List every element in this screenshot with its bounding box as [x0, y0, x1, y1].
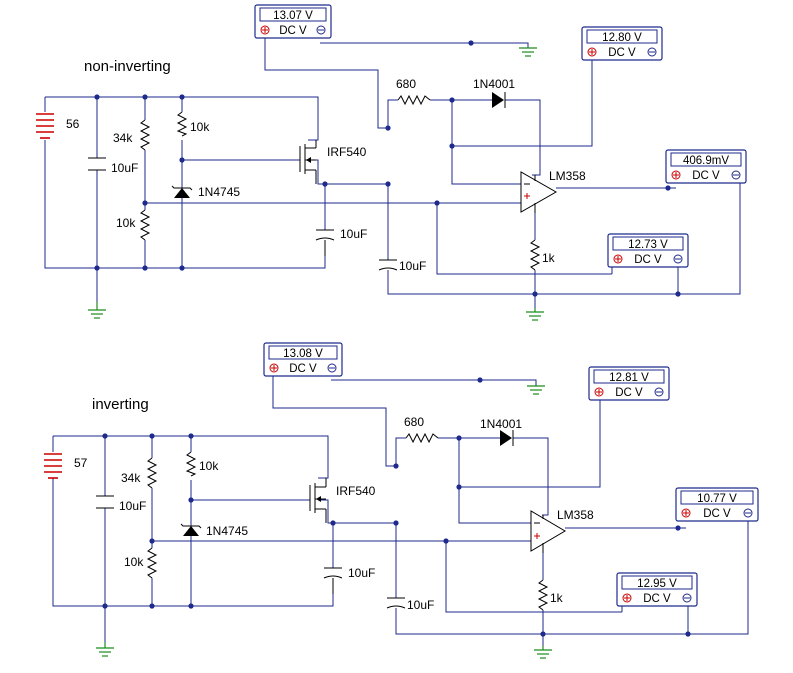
cap-left-label: 10uF	[119, 499, 146, 513]
battery	[36, 113, 54, 139]
mosfet-label: IRF540	[327, 145, 367, 159]
voltmeter: 13.08 V DC V	[263, 342, 343, 377]
meter-value: 10.77 V	[697, 493, 737, 505]
circuit-non-inverting: non-inverting	[36, 4, 747, 321]
meter-value: 12.73 V	[628, 239, 668, 251]
cap-mid-label: 10uF	[407, 598, 434, 612]
junctions	[94, 40, 681, 297]
circuit-title: inverting	[92, 396, 149, 413]
resistor-34k	[139, 119, 151, 151]
opamp	[530, 510, 566, 553]
capacitor-source	[315, 229, 335, 256]
meter-mode: DC V	[634, 254, 662, 266]
meter-mode: DC V	[279, 25, 307, 37]
opamp-label: LM358	[557, 508, 594, 522]
resistor-10k-lower	[146, 547, 158, 579]
meter-mode: DC V	[608, 47, 636, 59]
zener-diode	[180, 523, 202, 536]
zener-label: 1N4745	[206, 524, 248, 538]
voltmeter: 12.81 V DC V	[588, 366, 670, 401]
voltmeter: 13.07 V DC V	[254, 4, 332, 39]
ground-symbol	[527, 385, 545, 395]
capacitor-left	[88, 157, 106, 171]
cap-source-label: 10uF	[348, 566, 375, 580]
resistor-10k-lower	[139, 209, 151, 241]
ground-symbol	[519, 47, 537, 57]
voltmeter: 406.9mV DC V	[665, 149, 747, 184]
capacitor-mid	[386, 597, 406, 609]
mosfet	[299, 140, 317, 184]
zener-diode	[171, 185, 193, 198]
meter-value: 12.80 V	[602, 32, 642, 44]
capacitor-left	[96, 495, 114, 509]
meter-mode: DC V	[703, 508, 731, 520]
r-feedback-label: 1k	[542, 251, 556, 265]
resistor-10k-zener	[185, 451, 197, 477]
resistor-34k	[146, 457, 158, 489]
r-bottom-left-label: 10k	[116, 216, 136, 230]
zener-label: 1N4745	[198, 185, 240, 199]
resistor-1k	[529, 239, 541, 271]
voltmeter: 12.80 V DC V	[581, 26, 663, 61]
meter-mode: DC V	[643, 593, 671, 605]
r-bottom-left-label: 10k	[124, 555, 144, 569]
circuit-title: non-inverting	[84, 58, 171, 75]
opamp-label: LM358	[549, 169, 586, 183]
mosfet	[309, 478, 327, 523]
opamp	[520, 171, 558, 213]
cap-source-label: 10uF	[340, 227, 367, 241]
r-series-label: 680	[396, 77, 416, 91]
meter-mode: DC V	[692, 170, 720, 182]
meter-mode: DC V	[615, 387, 643, 399]
ground-symbol	[96, 642, 114, 657]
r-top-left-label: 34k	[113, 131, 133, 145]
resistor-680	[397, 94, 431, 106]
resistor-1k	[537, 579, 549, 611]
meter-mode: DC V	[289, 363, 317, 375]
r-top-zener-label: 10k	[199, 459, 219, 473]
mosfet-label: IRF540	[336, 484, 376, 498]
cap-mid-label: 10uF	[399, 259, 426, 273]
voltmeter: 10.77 V DC V	[675, 487, 759, 522]
battery-label: 57	[74, 456, 88, 470]
ground-symbol	[88, 302, 106, 319]
meter-value: 13.07 V	[273, 10, 313, 22]
r-top-left-label: 34k	[121, 471, 141, 485]
ground-symbol	[526, 308, 544, 321]
diode	[492, 92, 506, 108]
resistor-10k-zener	[176, 111, 188, 137]
cap-left-label: 10uF	[111, 161, 138, 175]
voltmeter: 12.73 V DC V	[607, 233, 689, 268]
meter-value: 12.95 V	[637, 578, 677, 590]
r-top-zener-label: 10k	[190, 120, 210, 134]
diode	[500, 430, 514, 446]
meter-value: 12.81 V	[609, 372, 649, 384]
capacitor-mid	[378, 259, 398, 271]
meter-value: 406.9mV	[683, 155, 729, 167]
ground-symbol	[534, 646, 552, 659]
resistor-680	[405, 432, 439, 444]
battery-label: 56	[66, 117, 80, 131]
voltmeter: 12.95 V DC V	[616, 572, 698, 607]
wires	[52, 376, 749, 646]
diode-label: 1N4001	[480, 417, 522, 431]
junctions	[102, 377, 691, 637]
meter-value: 13.08 V	[283, 348, 323, 360]
circuit-inverting: inverting	[44, 342, 759, 659]
diode-label: 1N4001	[473, 77, 515, 91]
r-feedback-label: 1k	[550, 591, 564, 605]
battery	[44, 453, 62, 479]
capacitor-source	[323, 567, 343, 594]
r-series-label: 680	[404, 415, 424, 429]
wires	[44, 37, 741, 308]
